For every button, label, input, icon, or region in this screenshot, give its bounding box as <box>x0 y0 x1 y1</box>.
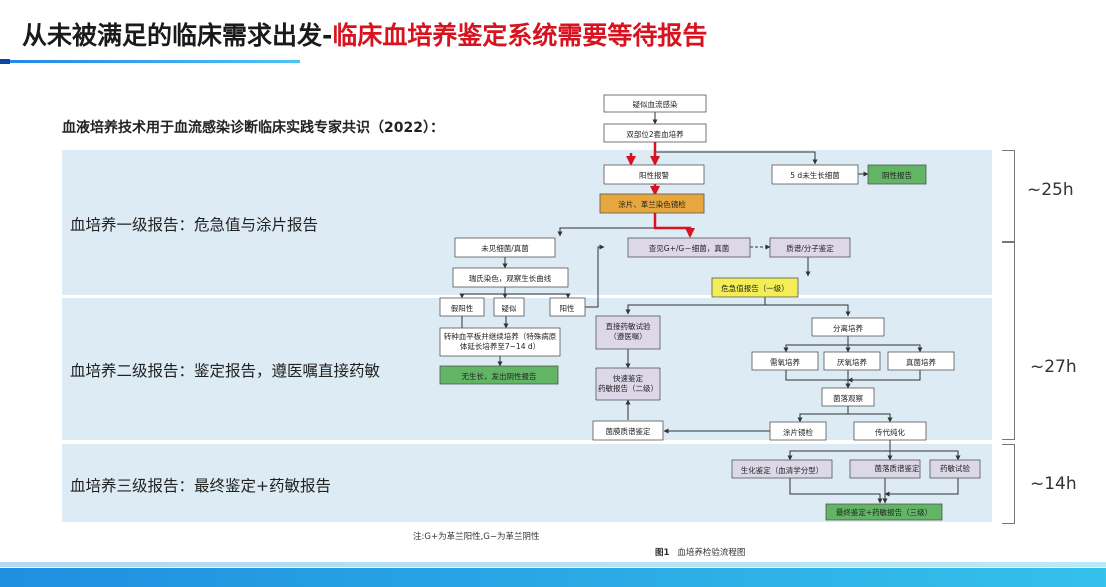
txt-anaerobic: 厌氧培养 <box>837 357 867 367</box>
figure-number: 图1 <box>655 548 670 558</box>
footnote: 注:G+为革兰阳性,G−为革兰阴性 <box>413 532 540 542</box>
txt-positive-alarm: 阳性报警 <box>639 170 669 180</box>
txt-smear-exam: 涂片镜检 <box>783 427 813 437</box>
bottom-decor-bar <box>0 562 1106 587</box>
level-3-brace <box>1002 444 1015 524</box>
txt-aerobic: 需氧培养 <box>770 357 800 367</box>
txt-negative-report: 阴性报告 <box>882 170 912 180</box>
txt-ast: 药敏试验 <box>940 463 970 473</box>
txt-isolation: 分离培养 <box>833 323 863 333</box>
box-film-ms-id <box>592 420 664 441</box>
txt-subculture: 传代纯化 <box>875 427 905 437</box>
box-reexam-gram <box>452 267 569 288</box>
box-rapid-id-ast <box>595 367 661 401</box>
wrap-direct-line: 直接药敏试验 <box>606 321 651 331</box>
box-no-growth-5d <box>771 164 859 185</box>
txt-colony-ms: 菌落质谱鉴定 <box>875 463 920 473</box>
txt-no-bacteria: 未见细菌/真菌 <box>481 243 529 253</box>
txt-seen-gpgn: 查见G+/G－细菌，真菌 <box>649 243 730 253</box>
wrap-rapid-line: 药敏报告（二级） <box>598 383 658 393</box>
box-fungal <box>887 351 955 371</box>
level-3-label: 血培养三级报告：最终鉴定+药敏报告 <box>70 477 331 495</box>
box-seen-gpgn <box>627 237 751 258</box>
txt-ms-molecular: 质谱/分子鉴定 <box>786 243 834 253</box>
wrap-direct-line: （遵医嘱） <box>609 331 647 341</box>
txt-no-growth-negative: 无生长，发出阴性报告 <box>462 371 537 381</box>
box-suspected <box>603 94 707 113</box>
box-critical-report <box>711 277 799 298</box>
figure-caption: 图1 血培养检验流程图 <box>655 546 745 558</box>
txt-final-report: 最终鉴定+药敏报告（三级） <box>836 507 932 517</box>
txt-dual-culture: 双部位2套血培养 <box>626 129 684 139</box>
level-3-time: ~14h <box>1030 474 1077 494</box>
txt-rapid-id-ast: 快速鉴定药敏报告（二级） <box>598 373 658 393</box>
box-transfer-plate <box>439 327 561 357</box>
txt-film-ms-id: 菌膜质谱鉴定 <box>606 426 651 436</box>
level-1-label: 血培养一级报告：危急值与涂片报告 <box>70 216 319 234</box>
wrap-transfer-line: 转种血平板并继续培养（特殊病原 <box>444 331 557 341</box>
txt-transfer-plate: 转种血平板并继续培养（特殊病原体延长培养至7~14 d） <box>444 331 557 351</box>
txt-false-positive: 假阳性 <box>451 303 474 313</box>
title-underline <box>0 59 300 64</box>
box-positive <box>549 297 586 317</box>
box-ms-molecular <box>769 237 851 258</box>
box-aerobic <box>751 351 819 371</box>
box-biochem-id <box>731 459 833 479</box>
box-smear-gram <box>599 193 705 214</box>
wrap-transfer-line: 体延长培养至7~14 d） <box>460 341 540 351</box>
txt-critical-report: 危急值报告（一级） <box>721 283 789 293</box>
txt-colony-obs: 菌落观察 <box>833 393 863 403</box>
txt-suspicious: 疑似 <box>502 303 517 313</box>
consensus-subtitle: 血液培养技术用于血流感染诊断临床实践专家共识（2022）： <box>62 120 444 136</box>
txt-suspected: 疑似血流感染 <box>633 99 678 109</box>
box-ast <box>929 459 981 479</box>
box-suspicious <box>493 297 525 317</box>
box-positive-alarm <box>603 164 705 185</box>
txt-fungal: 真菌培养 <box>906 357 936 367</box>
box-subculture <box>853 421 927 441</box>
wrap-rapid-line: 快速鉴定 <box>613 373 643 383</box>
txt-biochem-id: 生化鉴定（血清学分型） <box>741 465 824 475</box>
level-2-brace <box>1002 242 1015 440</box>
box-negative-report <box>867 164 927 185</box>
box-no-growth-negative <box>439 365 559 385</box>
title-black-part: 从未被满足的临床需求出发- <box>22 21 333 50</box>
title-red-part: 临床血培养鉴定系统需要等待报告 <box>332 21 708 50</box>
txt-direct-ast: 直接药敏试验（遵医嘱） <box>606 321 651 341</box>
box-direct-ast <box>595 315 661 350</box>
box-isolation <box>811 317 885 337</box>
box-dual-culture <box>603 123 707 143</box>
txt-smear-gram: 涂片、革兰染色镜检 <box>618 199 686 209</box>
level-2-label: 血培养二级报告：鉴定报告，遵医嘱直接药敏 <box>70 362 381 380</box>
box-colony-ms <box>849 459 921 479</box>
level-1-brace <box>1002 150 1015 242</box>
box-anaerobic <box>823 351 881 371</box>
figure-caption-text: 血培养检验流程图 <box>677 548 746 558</box>
box-colony-obs <box>821 387 875 407</box>
box-final-report <box>825 503 943 521</box>
box-false-positive <box>439 297 485 317</box>
txt-reexam-gram: 瑞氏染色，观察生长曲线 <box>469 273 552 283</box>
level-1-time: ~25h <box>1027 180 1074 200</box>
level-2-time: ~27h <box>1030 357 1077 377</box>
box-smear-exam <box>769 421 827 441</box>
txt-positive: 阳性 <box>560 303 575 313</box>
page-title: 从未被满足的临床需求出发-临床血培养鉴定系统需要等待报告 <box>22 18 707 54</box>
box-no-bacteria <box>454 237 556 258</box>
txt-no-growth-5d: 5 d未生长细菌 <box>790 170 840 180</box>
